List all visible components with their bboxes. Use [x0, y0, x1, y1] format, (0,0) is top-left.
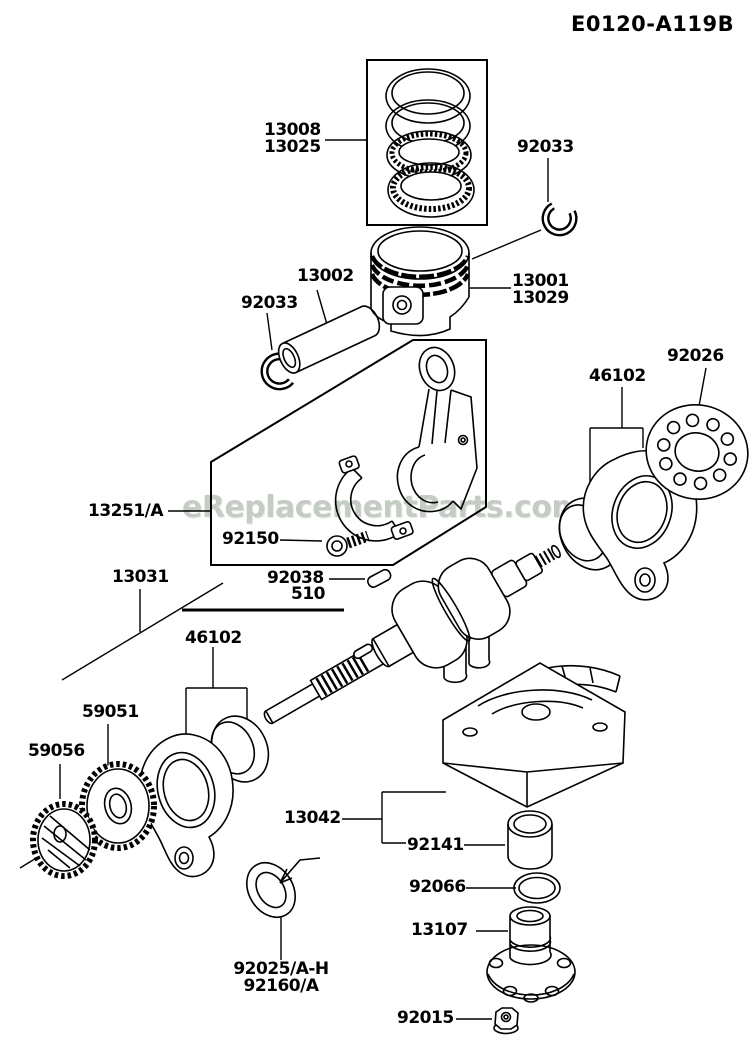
leader-bearing-right — [590, 387, 643, 496]
spur-gear — [82, 764, 154, 848]
oring — [514, 873, 560, 903]
leader-plate — [699, 368, 706, 406]
flange-nut — [494, 1008, 518, 1034]
callout-gear-pinion: 59056 — [28, 741, 85, 761]
shim-washer — [237, 854, 305, 927]
oil-ring-2 — [388, 163, 474, 217]
crankshaft — [244, 512, 581, 757]
callout-ring-set-line1: 13008 — [264, 120, 321, 140]
callout-key-alt: 510 — [291, 584, 326, 604]
hub — [487, 907, 575, 1002]
callout-piston-pin: 13002 — [297, 266, 354, 286]
callout-circlip-right: 92033 — [517, 137, 574, 157]
piston — [371, 227, 469, 336]
oil-ring-1 — [387, 131, 471, 179]
circlip-right — [546, 206, 574, 232]
leader-bearing-left — [186, 647, 247, 756]
callout-crankcase: 13042 — [284, 808, 341, 828]
callout-rod-bolt: 92150 — [222, 529, 279, 549]
leader-piston-pin — [317, 290, 328, 328]
pinion-gear — [33, 804, 95, 876]
callout-plate: 92026 — [667, 346, 724, 366]
crankcase-cap — [443, 617, 625, 808]
callout-nut: 92015 — [397, 1008, 454, 1028]
leader-rod-bolt — [280, 540, 322, 541]
compression-ring-1 — [386, 69, 470, 123]
callout-oring: 92066 — [409, 877, 466, 897]
rod-bolt — [327, 536, 368, 556]
retainer-plate-left — [140, 734, 233, 877]
callout-bearing-left: 46102 — [185, 628, 242, 648]
callout-hub: 13107 — [411, 920, 468, 940]
watermark-text: eReplacementParts.com — [182, 490, 583, 525]
callout-bushing: 92141 — [407, 835, 464, 855]
callout-circlip-left: 92033 — [241, 293, 298, 313]
leader-circlip-left — [267, 313, 272, 350]
callout-crankshaft: 13031 — [112, 567, 169, 587]
shim-arrow — [280, 858, 320, 883]
leader-lines — [20, 140, 706, 1019]
drawing-number: E0120-A119B — [571, 12, 735, 36]
bearing-plate — [637, 395, 750, 508]
callout-gear-spur: 59051 — [82, 702, 139, 722]
callout-shim-line2: 92160/A — [243, 975, 319, 996]
ring-set-box — [367, 60, 487, 225]
leader-crankcase — [342, 792, 446, 843]
connecting-rod-box — [211, 340, 486, 565]
leader-circlip-right — [472, 158, 548, 259]
rod-bearing-cap — [336, 455, 414, 541]
callout-bearing-right: 46102 — [589, 366, 646, 386]
callout-piston-line2: 13029 — [512, 287, 569, 308]
callout-ring-set-line2: 13025 — [264, 136, 321, 157]
callout-piston-line1: 13001 — [512, 271, 569, 291]
callout-woodruff-key: 92038 — [267, 568, 324, 588]
connecting-rod — [397, 343, 477, 512]
callout-connecting-rod: 13251/A — [88, 501, 164, 521]
callout-shim-line1: 92025/A-H — [233, 959, 329, 979]
bushing — [508, 811, 552, 869]
piston-pin — [274, 303, 384, 377]
woodruff-key — [366, 568, 392, 589]
leader-crankshaft — [62, 583, 223, 680]
